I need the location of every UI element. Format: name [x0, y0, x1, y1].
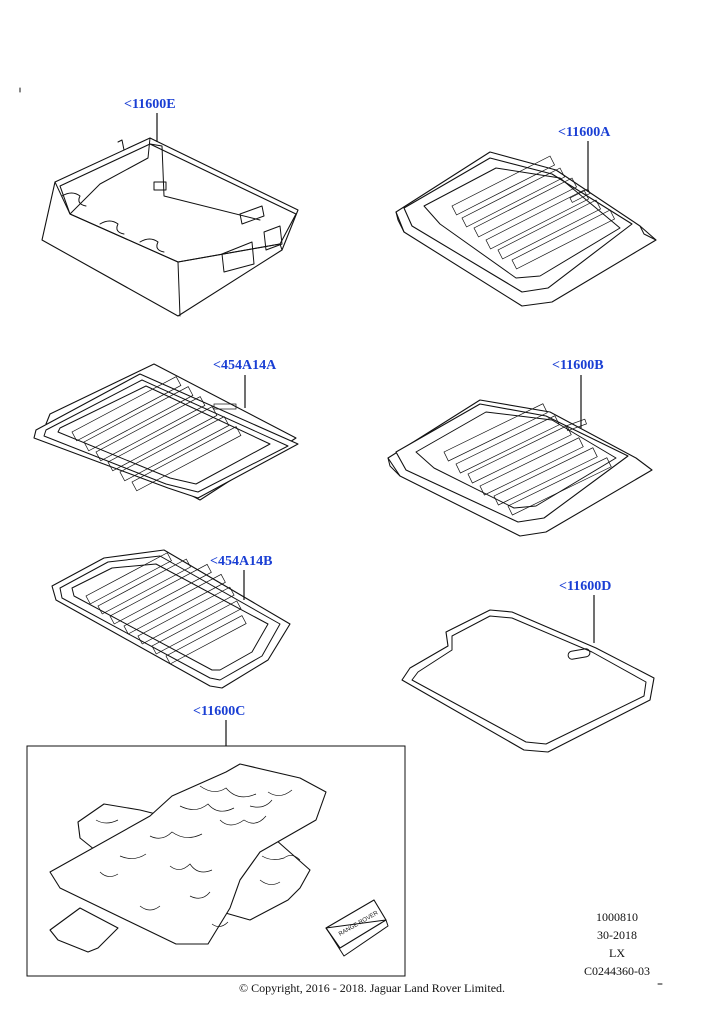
part-11600A-floor-mat [395, 141, 657, 307]
part-11600C-protective-set: RANGE ROVER [26, 720, 406, 977]
callout-11600D[interactable]: <11600D [559, 579, 612, 594]
callout-11600E[interactable]: <11600E [124, 97, 176, 112]
copyright-notice: © Copyright, 2016 - 2018. Jaguar Land Ro… [238, 981, 506, 995]
part-11600B-floor-mat [387, 375, 653, 537]
callout-11600C[interactable]: <11600C [193, 704, 246, 719]
reference-date: 30-2018 [597, 928, 637, 942]
callout-454A14A[interactable]: <454A14A [213, 358, 277, 373]
callout-11600B[interactable]: <11600B [552, 358, 604, 373]
part-11600D-load-space-mat [401, 595, 655, 753]
part-11600E-storage-box [41, 113, 299, 317]
callout-11600A[interactable]: <11600A [558, 125, 611, 140]
part-454A14B-flat-mat [51, 549, 291, 689]
callout-454A14B[interactable]: <454A14B [210, 554, 273, 569]
reference-model: LX [609, 946, 625, 960]
reference-number: 1000810 [596, 910, 638, 924]
reference-code: C0244360-03 [584, 964, 650, 978]
part-454A14A-flat-mat [33, 363, 299, 501]
